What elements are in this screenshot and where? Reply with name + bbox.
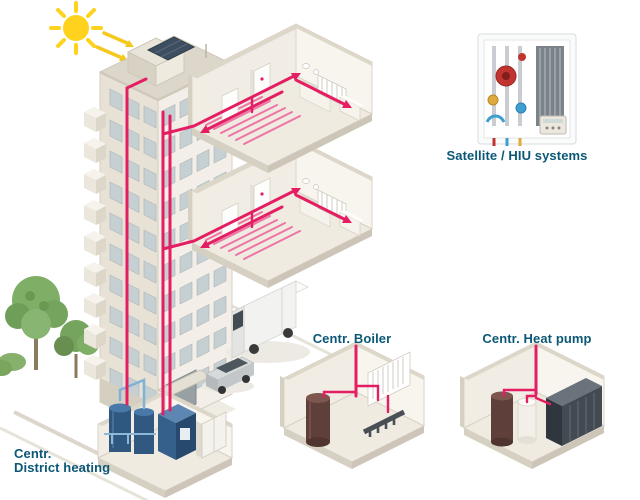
plant-control-panel: [180, 428, 190, 440]
storage-tank: [306, 393, 330, 447]
buffer-cylinder: [517, 397, 537, 444]
car: [202, 356, 255, 394]
road-line: [0, 426, 150, 500]
trees: [0, 276, 99, 378]
building-windows-left: [109, 88, 157, 408]
car-wheel: [218, 386, 226, 394]
delivery-van: [226, 280, 310, 363]
radiator-arrow: [342, 100, 352, 108]
central-heat-pump-label: Centr. Heat pump: [482, 331, 592, 346]
district-heating-label-line2: District heating: [14, 460, 111, 475]
van-windshield: [233, 310, 243, 331]
control-display: [539, 115, 567, 135]
return-arrow: [200, 125, 210, 133]
heat-pump-branch-pipes: [502, 388, 552, 406]
supply-arrow: [291, 188, 301, 196]
district-heating-label-line1: Centr.: [14, 446, 52, 461]
car-windows: [216, 358, 248, 373]
return-arrow: [200, 240, 210, 248]
van-wheel: [283, 328, 293, 338]
solar-panel: [146, 36, 196, 61]
car-wheel: [242, 375, 250, 383]
radiator-arrow: [342, 215, 352, 223]
roof-pipe: [125, 77, 148, 98]
floor-pipes-upper: [161, 73, 352, 136]
valve-red: [518, 53, 526, 61]
apartment-floor-cutaway-upper: [188, 23, 374, 173]
central-heat-pump-room: [460, 341, 606, 469]
vent-grille: [569, 393, 595, 441]
car-side: [206, 374, 218, 392]
heating-pipes: [125, 73, 352, 416]
hedge-icon: [0, 353, 26, 376]
heat-pump-unit: [546, 378, 602, 446]
solar-arrows-icon: [95, 31, 134, 61]
satellite-hiu-label: Satellite / HIU systems: [446, 148, 588, 163]
central-boiler-room: [280, 341, 426, 469]
cold-water-pipe: [485, 114, 506, 123]
heat-exchanger: [536, 46, 564, 126]
central-boiler-label: Centr. Boiler: [312, 331, 392, 346]
radiator: [317, 74, 347, 108]
sun-rays: [49, 1, 103, 55]
circulation-pump: [495, 65, 517, 87]
supply-arrow: [291, 73, 301, 81]
plant-cabinet: [196, 411, 227, 459]
sun-icon: [49, 1, 134, 61]
plant-pipes: [104, 378, 156, 444]
valve-blue: [515, 102, 527, 114]
van-wheel: [249, 344, 259, 354]
bathroom-fixtures: [302, 178, 319, 190]
building-left-face: [99, 71, 159, 431]
pipe-manifold: [362, 409, 406, 437]
plant-boiler-unit: [158, 404, 196, 460]
hiu-unit: [477, 33, 577, 146]
boiler-branch-pipes: [322, 384, 390, 414]
storage-tank: [491, 391, 513, 447]
tree-icon: [5, 276, 68, 370]
car-front: [218, 363, 254, 392]
district-heating-plant: [96, 378, 234, 498]
bathroom-fixtures: [302, 63, 319, 75]
valve-brass: [487, 94, 499, 106]
balconies: [84, 107, 106, 380]
district-heating-label: Centr. District heating: [14, 447, 110, 475]
floor-pipes-lower: [161, 188, 352, 251]
